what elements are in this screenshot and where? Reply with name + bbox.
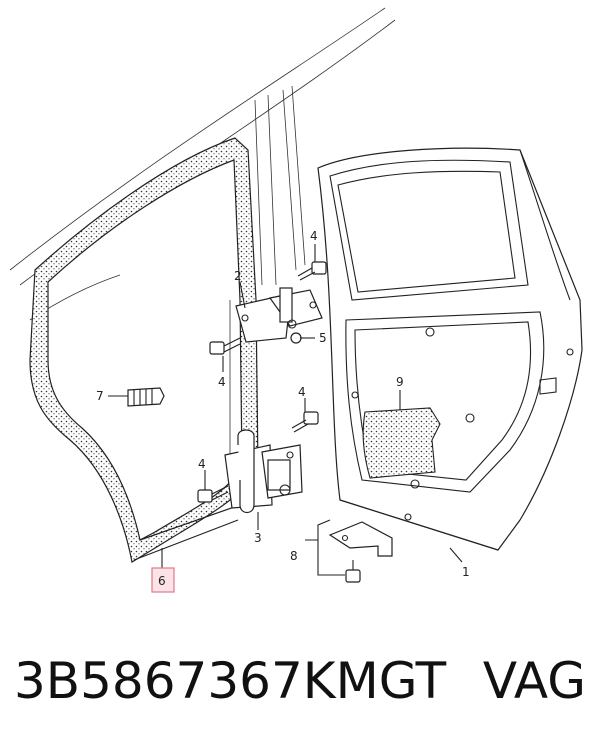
door-seal xyxy=(29,137,259,563)
callout-4-left-lower: 4 xyxy=(198,457,206,471)
insulation-pad xyxy=(362,407,441,479)
callout-3: 3 xyxy=(254,531,262,545)
footer: 3B5867367KMGT VAG xyxy=(0,652,600,732)
part-number: 3B5867367KMGT xyxy=(14,652,447,710)
callout-8: 8 xyxy=(290,549,298,563)
bolt-bottom xyxy=(345,560,361,583)
rear-door xyxy=(317,147,583,551)
lower-hinge xyxy=(224,429,303,514)
callout-2: 2 xyxy=(234,269,242,283)
callout-4-top: 4 xyxy=(310,229,318,243)
parts-diagram: 1 2 3 4 4 4 4 5 7 8 9 6 xyxy=(9,7,583,593)
bolt-top xyxy=(297,261,327,281)
brand-label: VAG xyxy=(482,652,586,710)
bolts xyxy=(197,261,361,583)
callout-7: 7 xyxy=(96,389,104,403)
screw-item-5 xyxy=(290,332,302,344)
bolt-left-upper xyxy=(209,337,241,355)
callout-labels: 1 2 3 4 4 4 4 5 7 8 9 6 xyxy=(96,229,470,593)
callout-1: 1 xyxy=(462,565,470,579)
upper-hinge xyxy=(235,287,323,343)
callout-4-right-lower: 4 xyxy=(298,385,306,399)
bolt-right-lower xyxy=(291,411,319,433)
leader-lines xyxy=(108,244,463,576)
callout-5: 5 xyxy=(319,331,327,345)
callout-4-left-upper: 4 xyxy=(218,375,226,389)
callout-6: 6 xyxy=(158,574,166,588)
callout-6-highlight xyxy=(151,567,175,593)
bracket xyxy=(328,521,393,557)
callout-9: 9 xyxy=(396,375,404,389)
trim-clip xyxy=(127,387,165,407)
